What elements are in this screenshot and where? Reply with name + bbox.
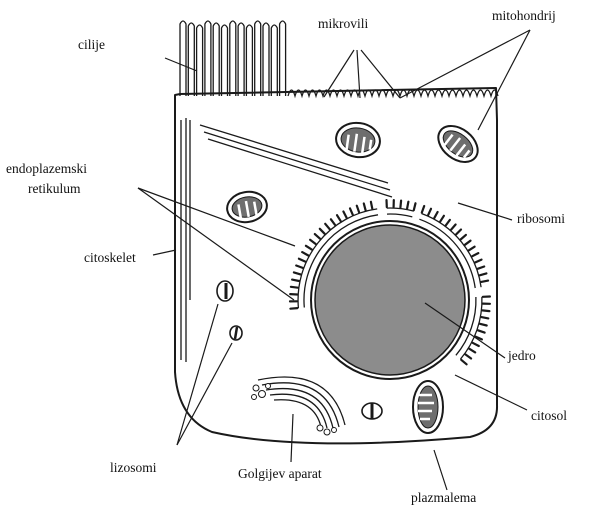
label-lysosomes: lizosomi xyxy=(110,460,157,475)
ribosome xyxy=(290,308,297,309)
ribosome xyxy=(480,324,487,326)
golgi-apparatus xyxy=(252,377,346,435)
label-ribosomes: ribosomi xyxy=(517,211,565,226)
ribosome xyxy=(302,252,308,255)
ribosome xyxy=(337,215,341,221)
ribosome xyxy=(414,203,416,210)
ribosome xyxy=(294,272,301,274)
ribosome xyxy=(315,234,320,239)
cilium xyxy=(205,21,211,96)
ribosome xyxy=(440,216,444,222)
ribosome xyxy=(357,206,359,213)
cilium xyxy=(271,25,277,96)
label-microvilli: mikrovili xyxy=(318,16,368,31)
ribosome xyxy=(481,317,488,318)
ribosome xyxy=(371,202,372,209)
label-mitochondria: mitohondrij xyxy=(492,8,556,23)
mitochondrion-2 xyxy=(431,119,484,170)
cilium xyxy=(238,23,244,96)
cilium xyxy=(280,21,286,96)
ribosome xyxy=(465,354,471,358)
cilium xyxy=(213,23,219,96)
cilium xyxy=(180,21,186,96)
ribosome xyxy=(478,267,485,269)
cilia xyxy=(180,21,286,96)
cytoskeleton xyxy=(181,118,190,362)
ribosome xyxy=(478,330,485,332)
ribosome xyxy=(299,259,305,262)
ribosome xyxy=(291,287,298,288)
label-er-line2: retikulum xyxy=(28,181,81,196)
ribosome xyxy=(461,360,466,365)
mitochondrion-1 xyxy=(334,120,382,160)
cilium xyxy=(246,25,252,96)
label-er-line1: endoplazemski xyxy=(6,161,87,176)
ribosome xyxy=(292,280,299,281)
label-cytoskeleton: citoskelet xyxy=(84,250,136,265)
cilium xyxy=(255,21,261,96)
ribosome xyxy=(451,225,456,230)
ribosome xyxy=(465,241,471,245)
ribosome xyxy=(473,343,479,346)
ribosome xyxy=(400,201,401,208)
ribosome xyxy=(469,247,475,251)
ribosome xyxy=(407,202,408,209)
label-cilia: cilije xyxy=(78,37,105,52)
ribosome xyxy=(364,204,366,211)
ribosome xyxy=(306,246,312,250)
ribosome xyxy=(350,208,353,214)
ribosome xyxy=(480,273,487,275)
ribosome xyxy=(434,212,437,218)
nucleus xyxy=(311,221,469,379)
label-golgi: Golgijev aparat xyxy=(238,466,322,481)
ribosome xyxy=(461,235,466,240)
mitochondrion-3 xyxy=(225,189,270,225)
ribosome xyxy=(469,349,475,353)
cilium xyxy=(197,25,203,96)
ribosome xyxy=(343,212,346,218)
ribosome xyxy=(428,209,431,215)
label-cytosol: citosol xyxy=(531,408,567,423)
ribosome xyxy=(475,260,481,263)
ribosome xyxy=(481,281,488,282)
mitochondrion-4 xyxy=(413,381,443,433)
ribosome xyxy=(422,206,424,213)
ribosome xyxy=(320,229,325,234)
cilium xyxy=(222,25,228,96)
ribosome xyxy=(310,240,316,244)
ribosome xyxy=(482,310,489,311)
ribosome xyxy=(446,220,450,226)
label-nucleus: jedro xyxy=(507,348,536,363)
ribosome xyxy=(296,266,303,268)
cilium xyxy=(230,21,236,96)
cilium xyxy=(263,23,269,96)
ribosome xyxy=(472,253,478,256)
ribosome xyxy=(456,230,461,235)
er-membrane xyxy=(387,214,412,217)
cilium xyxy=(188,23,194,96)
ribosome xyxy=(325,224,330,229)
label-plasma-membrane: plazmalema xyxy=(411,490,476,505)
ribosome xyxy=(331,219,335,225)
